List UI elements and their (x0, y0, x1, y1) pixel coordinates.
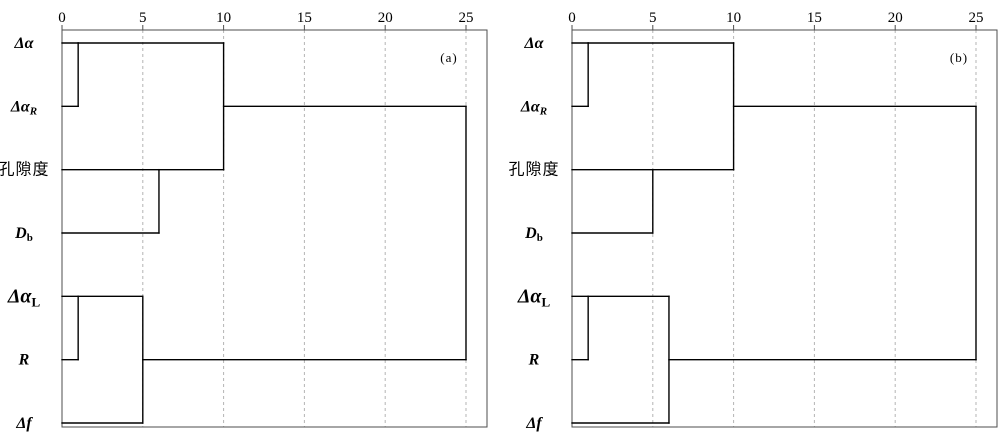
leaf-label: 孔隙度 (508, 160, 559, 178)
leaf-label-text: Δα (14, 35, 35, 52)
leaf-label-text: D (14, 225, 27, 242)
x-tick-label: 10 (216, 10, 231, 26)
leaf-label-text: 孔隙度 (508, 160, 559, 178)
leaf-label: ΔαR (10, 98, 37, 118)
leaf-label: Δf (525, 415, 543, 432)
leaf-label-subscript: L (541, 294, 550, 309)
leaf-label-subscript: L (31, 294, 40, 309)
leaf-label-subscript: R (539, 105, 547, 117)
leaf-label-text: R (528, 351, 540, 368)
x-tick-label: 5 (139, 10, 147, 26)
x-tick-label: 15 (807, 10, 822, 26)
panel-label: (b) (950, 50, 968, 65)
leaf-label: Db (524, 225, 543, 245)
leaf-label-text: Δα (10, 98, 31, 115)
x-tick-label: 25 (968, 10, 983, 26)
leaf-label: ΔαR (520, 98, 547, 118)
x-tick-label: 25 (458, 10, 473, 26)
leaf-label-text: Δα (517, 285, 543, 307)
leaf-label-text: Δα (520, 98, 541, 115)
leaf-label-text: R (18, 351, 30, 368)
x-tick-label: 20 (888, 10, 903, 26)
leaf-label-text: D (524, 225, 537, 242)
leaf-label: Δα (14, 35, 35, 52)
x-tick-label: 15 (297, 10, 312, 26)
leaf-label-subscript: R (29, 105, 37, 117)
x-tick-label: 20 (378, 10, 393, 26)
x-tick-label: 5 (649, 10, 657, 26)
x-tick-label: 10 (726, 10, 741, 26)
leaf-label: Δf (15, 415, 33, 432)
plot-frame (61, 29, 488, 428)
leaf-label-subscript: b (27, 232, 33, 244)
leaf-label: ΔαL (517, 285, 551, 309)
leaf-label-subscript: b (537, 232, 543, 244)
panel-label: (a) (440, 50, 457, 65)
leaf-label: 孔隙度 (0, 160, 50, 178)
leaf-label-text: Δα (524, 35, 545, 52)
leaf-label-text: 孔隙度 (0, 160, 50, 178)
x-tick-label: 0 (58, 10, 66, 26)
leaf-label: Δα (524, 35, 545, 52)
x-tick-label: 0 (568, 10, 576, 26)
leaf-label-text: Δf (525, 415, 543, 432)
plot-frame (571, 29, 998, 428)
leaf-label-text: Δα (7, 285, 33, 307)
leaf-label: R (528, 351, 540, 368)
leaf-label: ΔαL (7, 285, 41, 309)
leaf-label: Db (14, 225, 33, 245)
leaf-label-text: Δf (15, 415, 33, 432)
leaf-label: R (18, 351, 30, 368)
